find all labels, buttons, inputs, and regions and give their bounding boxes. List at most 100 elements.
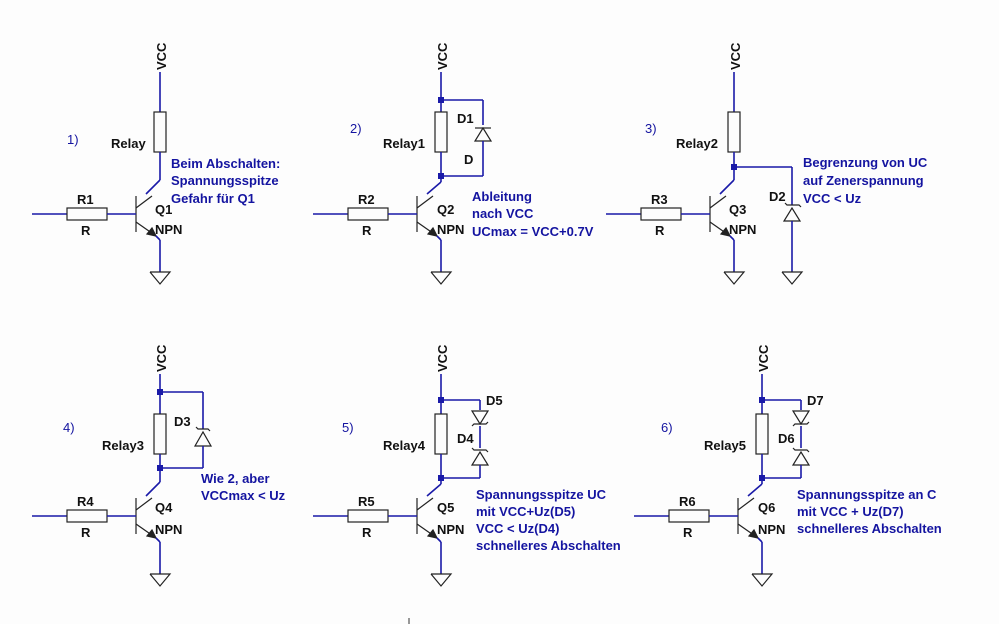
relay-coil [153, 413, 167, 455]
resistor-value: R [683, 525, 693, 540]
transistor-type: NPN [155, 522, 182, 537]
resistor-value: R [81, 223, 91, 238]
transistor-label: Q2 [437, 202, 454, 217]
note-line-2: auf Zenerspannung [803, 173, 924, 188]
relay-coil [434, 413, 448, 455]
diode [473, 126, 493, 142]
circuit-3: 3) VCC Relay2 D2 R3 R Q3 NPN Begrenzung … [606, 42, 928, 285]
zener-diode [782, 206, 802, 222]
note-line-1: Spannungsspitze an C [797, 487, 937, 502]
vcc-label: VCC [435, 344, 450, 372]
circuit-2: 2) VCC D1 D Relay1 R2 R Q2 NPN Ableitung… [313, 42, 594, 285]
zener-diode-b [470, 450, 490, 466]
diode-value: D [464, 152, 473, 167]
circuit-5: 5) VCC D5 D4 Relay4 R5 R Q5 NPN Spannun [313, 344, 621, 587]
transistor-type: NPN [758, 522, 785, 537]
vcc-label: VCC [435, 42, 450, 70]
resistor-value: R [655, 223, 665, 238]
note-line-1: Spannungsspitze UC [476, 487, 607, 502]
note-line-3: VCC < Uz(D4) [476, 521, 559, 536]
note-line-1: Beim Abschalten: [171, 156, 280, 171]
relay-coil [755, 413, 769, 455]
vcc-label: VCC [154, 344, 169, 372]
ground-symbol [751, 573, 774, 587]
transistor-label: Q5 [437, 500, 454, 515]
note-line-3: VCC < Uz [803, 191, 862, 206]
ground-symbol [430, 573, 453, 587]
resistor-label: R2 [358, 192, 375, 207]
note-line-3: UCmax = VCC+0.7V [472, 224, 594, 239]
zener-diode [193, 430, 213, 447]
ground-symbol [149, 271, 172, 285]
ground-symbol [430, 271, 453, 285]
transistor-label: Q6 [758, 500, 775, 515]
resistor-label: R3 [651, 192, 668, 207]
diode-a-label: D5 [486, 393, 503, 408]
transistor-label: Q3 [729, 202, 746, 217]
transistor-type: NPN [437, 222, 464, 237]
resistor-label: R4 [77, 494, 94, 509]
note-line-2: nach VCC [472, 206, 534, 221]
diode-label: D3 [174, 414, 191, 429]
relay-label: Relay1 [383, 136, 425, 151]
note-line-1: Begrenzung von UC [803, 155, 928, 170]
note-line-2: mit VCC + Uz(D7) [797, 504, 904, 519]
relay-coil [727, 111, 741, 153]
relay-label: Relay4 [383, 438, 426, 453]
diode-a-label: D7 [807, 393, 824, 408]
resistor [640, 207, 682, 221]
transistor-label: Q1 [155, 202, 172, 217]
resistor-value: R [362, 525, 372, 540]
zener-diode-a [791, 410, 811, 426]
relay-label: Relay3 [102, 438, 144, 453]
relay-label: Relay [111, 136, 146, 151]
circuit-1: 1) VCC Relay R1 R Q1 NPN Beim Abschalten… [32, 42, 280, 285]
relay-coil [434, 111, 448, 153]
diode-label: D1 [457, 111, 474, 126]
ground-symbol [723, 271, 746, 285]
relay-label: Relay2 [676, 136, 718, 151]
note-line-2: Spannungsspitze [171, 173, 279, 188]
note-line-1: Wie 2, aber [201, 471, 270, 486]
resistor [347, 509, 389, 523]
transistor-type: NPN [437, 522, 464, 537]
resistor-label: R1 [77, 192, 94, 207]
circuit-number: 3) [645, 121, 657, 136]
circuit-number: 6) [661, 420, 673, 435]
transistor-label: Q4 [155, 500, 173, 515]
circuit-4: 4) VCC D3 Relay3 R4 R Q4 NPN Wie 2, aber… [32, 344, 286, 587]
note-line-2: mit VCC+Uz(D5) [476, 504, 575, 519]
resistor [347, 207, 389, 221]
relay-coil [153, 111, 167, 153]
resistor-label: R5 [358, 494, 375, 509]
zener-diode-b [791, 450, 811, 466]
zener-diode-a [470, 410, 490, 426]
circuit-number: 4) [63, 420, 75, 435]
resistor [66, 207, 108, 221]
transistor-type: NPN [729, 222, 756, 237]
note-line-1: Ableitung [472, 189, 532, 204]
relay-label: Relay5 [704, 438, 746, 453]
note-line-3: schnelleres Abschalten [797, 521, 942, 536]
circuit-6: 6) VCC D7 D6 Relay5 R6 R Q6 NPN Spannun [634, 344, 942, 587]
resistor-value: R [362, 223, 372, 238]
circuit-number: 2) [350, 121, 362, 136]
vcc-label: VCC [728, 42, 743, 70]
circuit-number: 5) [342, 420, 354, 435]
diode-label: D2 [769, 189, 786, 204]
transistor-type: NPN [155, 222, 182, 237]
vcc-label: VCC [756, 344, 771, 372]
ground-symbol [781, 271, 804, 285]
resistor-label: R6 [679, 494, 696, 509]
ground-symbol [149, 573, 172, 587]
circuit-number: 1) [67, 132, 79, 147]
note-line-4: schnelleres Abschalten [476, 538, 621, 553]
vcc-label: VCC [154, 42, 169, 70]
resistor [66, 509, 108, 523]
note-line-3: Gefahr für Q1 [171, 191, 255, 206]
resistor [668, 509, 710, 523]
diode-b-label: D6 [778, 431, 795, 446]
resistor-value: R [81, 525, 91, 540]
diode-b-label: D4 [457, 431, 474, 446]
